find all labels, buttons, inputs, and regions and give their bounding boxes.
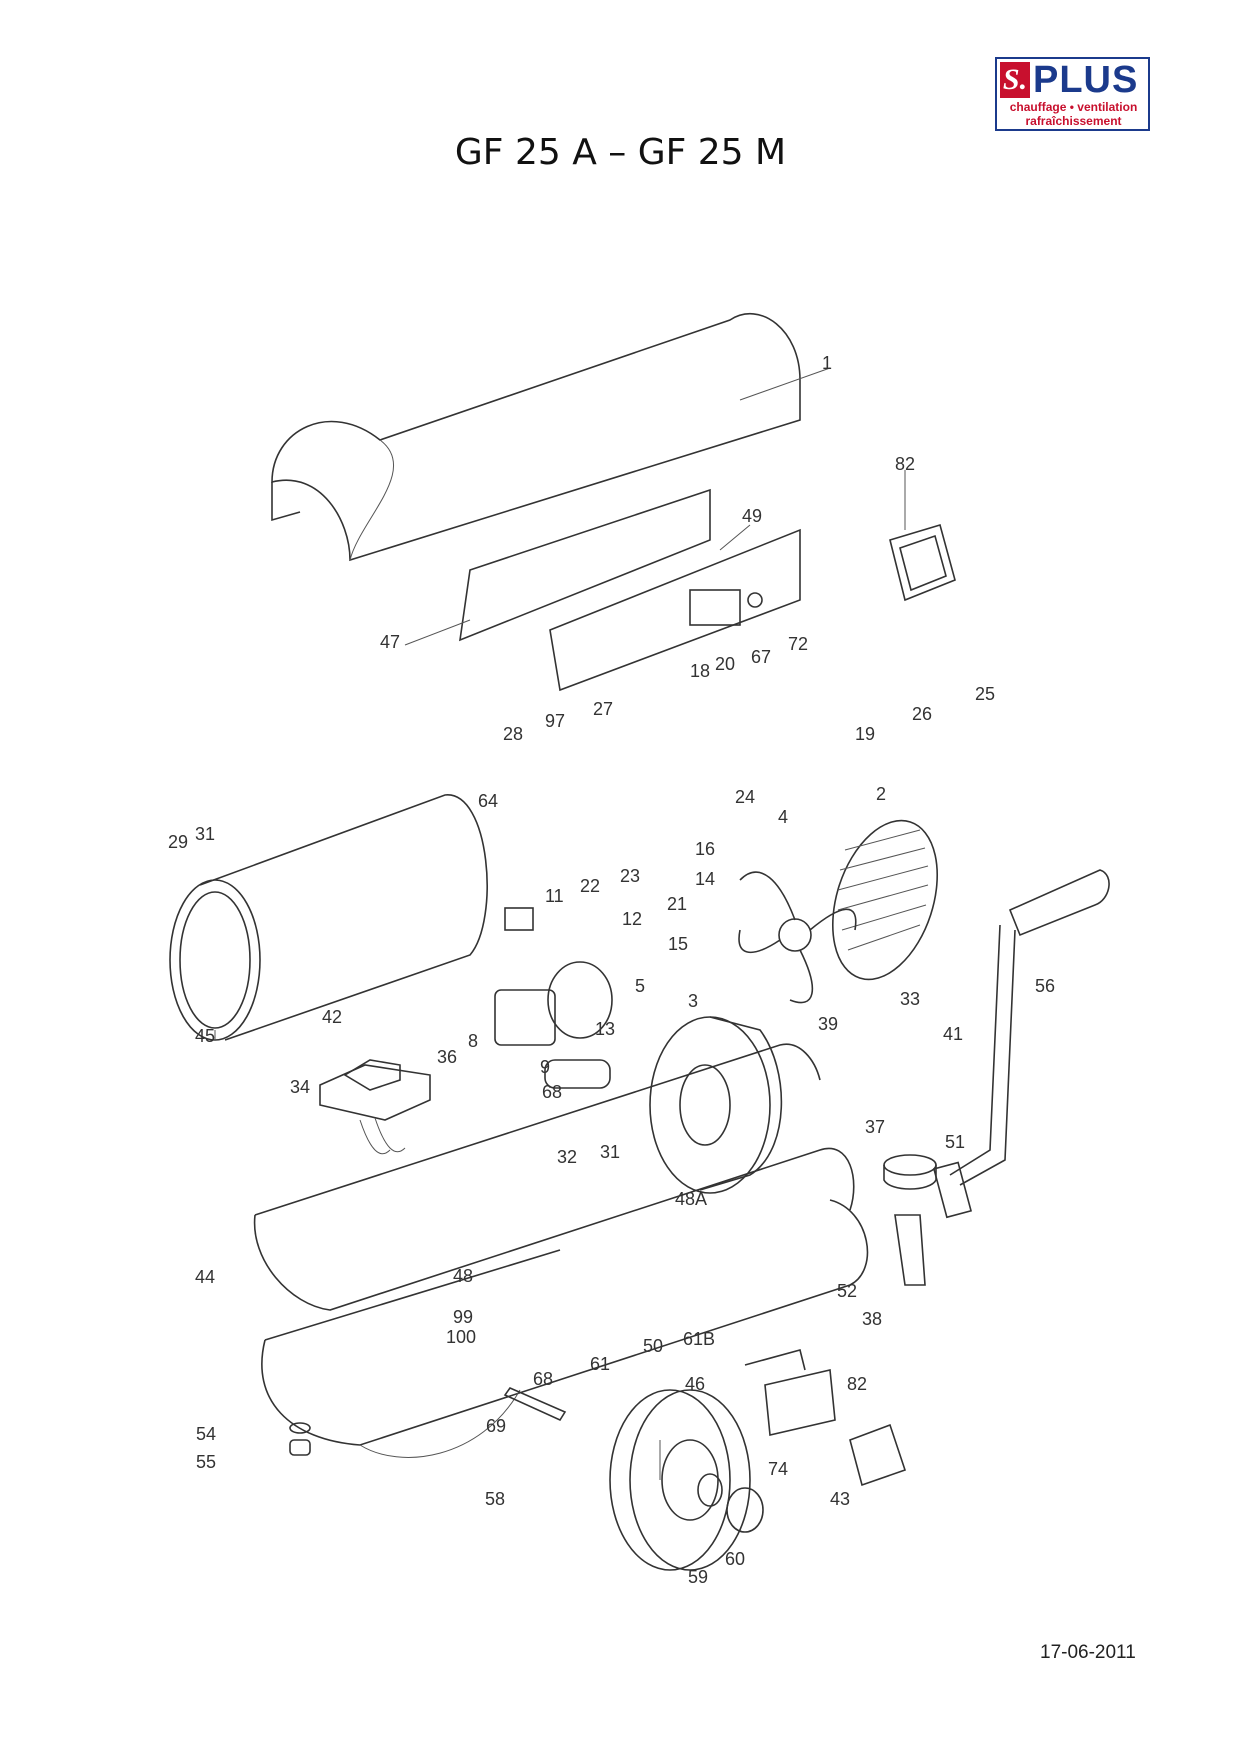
part-label: 42 bbox=[322, 1007, 342, 1027]
part-label: 2 bbox=[876, 784, 886, 804]
part-label: 3 bbox=[688, 991, 698, 1011]
handle-shape bbox=[932, 869, 1110, 1219]
part-label: 8 bbox=[468, 1031, 478, 1051]
part-label: 60 bbox=[725, 1549, 745, 1569]
part-label: 97 bbox=[545, 711, 565, 731]
part-label: 54 bbox=[196, 1424, 216, 1444]
logo-tagline-1: chauffage • ventilation bbox=[1009, 100, 1138, 114]
part-label: 14 bbox=[695, 869, 715, 889]
part-label: 48A bbox=[675, 1189, 707, 1209]
part-label: 47 bbox=[380, 632, 400, 652]
wheel-shape bbox=[609, 1389, 764, 1571]
part-label: 58 bbox=[485, 1489, 505, 1509]
part-label: 49 bbox=[742, 506, 762, 526]
document-date: 17-06-2011 bbox=[1040, 1642, 1136, 1663]
part-label: 21 bbox=[667, 894, 687, 914]
part-label: 20 bbox=[715, 654, 735, 674]
part-label: 82 bbox=[895, 454, 915, 474]
side-panels-shape bbox=[459, 488, 801, 692]
part-label: 68 bbox=[542, 1082, 562, 1102]
part-label: 36 bbox=[437, 1047, 457, 1067]
part-label: 48 bbox=[453, 1266, 473, 1286]
part-label: 41 bbox=[943, 1024, 963, 1044]
part-label: 15 bbox=[668, 934, 688, 954]
part-label: 24 bbox=[735, 787, 755, 807]
part-label: 45 bbox=[195, 1026, 215, 1046]
part-label: 43 bbox=[830, 1489, 850, 1509]
part-label: 26 bbox=[912, 704, 932, 724]
part-label: 82 bbox=[847, 1374, 867, 1394]
part-label: 25 bbox=[975, 684, 995, 704]
part-label: 31 bbox=[600, 1142, 620, 1162]
part-label: 50 bbox=[643, 1336, 663, 1356]
part-label: 33 bbox=[900, 989, 920, 1009]
part-label: 11 bbox=[545, 886, 564, 906]
part-label: 61 bbox=[590, 1354, 610, 1374]
drain-plug-shape bbox=[289, 1422, 311, 1456]
brand-logo: S. PLUS chauffage • ventilation rafraîch… bbox=[995, 57, 1150, 131]
part-label: 59 bbox=[688, 1567, 708, 1587]
part-label: 29 bbox=[168, 832, 188, 852]
part-label: 99 bbox=[453, 1307, 473, 1327]
part-label: 67 bbox=[751, 647, 771, 667]
part-label: 16 bbox=[695, 839, 715, 859]
axle-shape bbox=[503, 1387, 567, 1422]
part-label: 74 bbox=[768, 1459, 788, 1479]
part-label: 38 bbox=[862, 1309, 882, 1329]
part-label: 39 bbox=[818, 1014, 838, 1034]
part-label: 34 bbox=[290, 1077, 310, 1097]
part-label: 22 bbox=[580, 876, 600, 896]
part-label: 18 bbox=[690, 661, 710, 681]
page-title: GF 25 A – GF 25 M bbox=[454, 132, 787, 173]
part-label: 46 bbox=[685, 1374, 705, 1394]
part-label: 55 bbox=[196, 1452, 216, 1472]
part-label: 9 bbox=[540, 1057, 550, 1077]
electrical-box-shape bbox=[744, 1349, 907, 1487]
part-label: 31 bbox=[195, 824, 215, 844]
logo-brand-name: PLUS bbox=[1033, 59, 1139, 101]
lower-shell-shape bbox=[253, 1043, 855, 1311]
part-label: 1 bbox=[822, 353, 832, 373]
part-label: 28 bbox=[503, 724, 523, 744]
fan-grille-shape bbox=[831, 819, 939, 981]
part-label: 69 bbox=[486, 1416, 506, 1436]
pump-motor-shape bbox=[494, 907, 613, 1089]
top-cover-shape bbox=[271, 313, 801, 562]
part-label: 27 bbox=[593, 699, 613, 719]
part-label: 100 bbox=[446, 1327, 476, 1347]
part-label: 13 bbox=[595, 1019, 615, 1039]
part-label: 12 bbox=[622, 909, 642, 929]
square-duct-shape bbox=[889, 523, 956, 602]
part-label: 37 bbox=[865, 1117, 885, 1137]
part-label: 51 bbox=[945, 1132, 965, 1152]
leader-lines bbox=[214, 367, 906, 1480]
part-label: 56 bbox=[1035, 976, 1055, 996]
fill-cap-shape bbox=[883, 1154, 937, 1286]
logo-mark: S. bbox=[1000, 62, 1030, 98]
part-label: 5 bbox=[635, 976, 645, 996]
part-label: 61B bbox=[683, 1329, 715, 1349]
logo-tagline-2: rafraîchissement bbox=[1025, 114, 1122, 128]
part-label: 19 bbox=[855, 724, 875, 744]
part-label: 64 bbox=[478, 791, 498, 811]
part-label: 44 bbox=[195, 1267, 215, 1287]
part-label: 32 bbox=[557, 1147, 577, 1167]
part-label: 68 bbox=[533, 1369, 553, 1389]
part-label: 4 bbox=[778, 807, 788, 827]
fan-housing-shape bbox=[649, 1016, 783, 1194]
fan-blade-shape bbox=[738, 871, 857, 1004]
part-label: 52 bbox=[837, 1281, 857, 1301]
fuel-tank-shape bbox=[261, 1199, 869, 1458]
part-label: 23 bbox=[620, 866, 640, 886]
part-label: 72 bbox=[788, 634, 808, 654]
control-box-shape bbox=[319, 1059, 431, 1155]
